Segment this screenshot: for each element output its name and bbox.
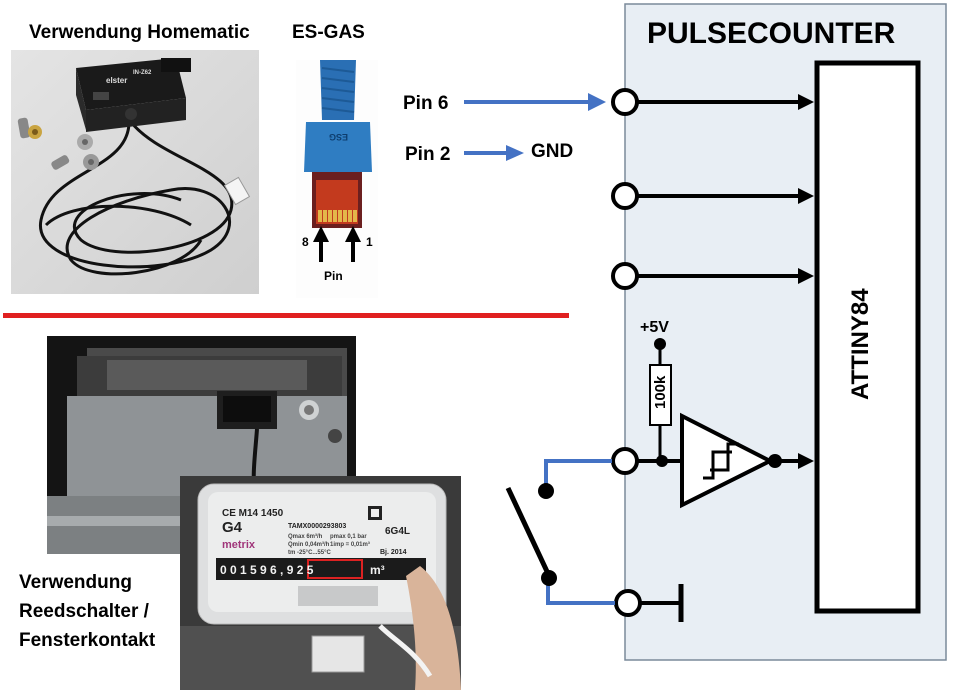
input-line-2 bbox=[611, 182, 814, 210]
resistor-label: 100k bbox=[652, 375, 669, 409]
reed-caption-line-1: Verwendung bbox=[19, 572, 132, 593]
esgas-caption: ES-GAS bbox=[292, 22, 365, 43]
pin2-arrow bbox=[464, 145, 524, 161]
section-divider bbox=[3, 313, 569, 318]
reed-caption-line-3: Fensterkontakt bbox=[19, 630, 156, 651]
esgas-connector-photo: ESG 8 1 Pin bbox=[296, 60, 378, 298]
gnd-label: GND bbox=[531, 141, 573, 162]
pullup-circuit: 100k bbox=[649, 338, 672, 467]
attiny84-chip bbox=[814, 60, 921, 614]
schmitt-trigger bbox=[611, 412, 814, 509]
meter-spec-4: tm -25°C...55°C bbox=[288, 550, 331, 556]
meter-brand-text: metrix bbox=[222, 539, 256, 551]
gas-meter-face-photo: CE M14 1450 G4 metrix TAMX0000293803 6G4… bbox=[180, 476, 461, 690]
meter-spec-3: 1imp = 0,01m³ bbox=[330, 541, 370, 548]
pin2-label: Pin 2 bbox=[405, 144, 450, 165]
homematic-sensor-photo: elster IN-Z62 bbox=[11, 50, 259, 294]
meter-spec-2: Qmin 0,04m³/h bbox=[288, 541, 330, 548]
pin-8-label: 8 bbox=[302, 235, 309, 249]
homematic-caption: Verwendung Homematic bbox=[29, 22, 250, 43]
meter-digits-text: 0 0 1 5 9 6 , 9 2 5 bbox=[220, 563, 314, 577]
meter-spec-1: pmax 0,1 bar bbox=[330, 534, 367, 540]
sensor-model-text: IN-Z62 bbox=[133, 70, 152, 76]
sensor-brand-text: elster bbox=[106, 76, 127, 85]
reed-switch bbox=[505, 459, 615, 605]
chip-label: ATTINY84 bbox=[847, 288, 874, 400]
pin6-arrow bbox=[464, 93, 606, 111]
vcc-label: +5V bbox=[640, 319, 669, 336]
meter-year-text: Bj. 2014 bbox=[380, 549, 407, 556]
pin-label: Pin bbox=[324, 269, 343, 283]
ground-pin bbox=[614, 584, 684, 622]
panel-title: PULSECOUNTER bbox=[647, 17, 896, 50]
input-line-1 bbox=[611, 88, 814, 116]
meter-unit-text: m³ bbox=[370, 563, 385, 577]
meter-serial-text: TAMX0000293803 bbox=[288, 523, 346, 530]
meter-ce-text: CE M14 1450 bbox=[222, 508, 284, 519]
meter-size-text: G4 bbox=[222, 519, 243, 536]
pin-1-label: 1 bbox=[366, 235, 373, 249]
meter-spec-0: Qmax 6m³/h bbox=[288, 533, 323, 540]
input-line-3 bbox=[611, 262, 814, 290]
meter-model-text: 6G4L bbox=[385, 526, 410, 537]
reed-caption-line-2: Reedschalter / bbox=[19, 601, 149, 622]
pin6-label: Pin 6 bbox=[403, 93, 448, 114]
connector-text: ESG bbox=[329, 132, 348, 142]
